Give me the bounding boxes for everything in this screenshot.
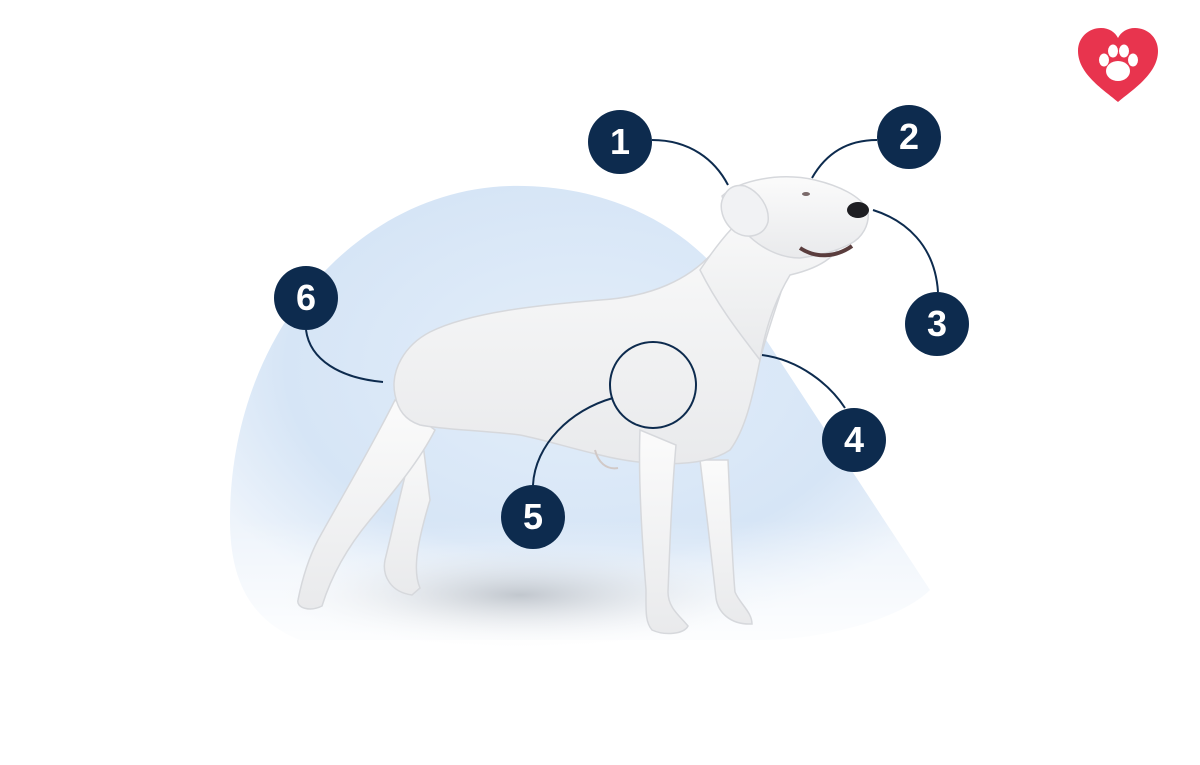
- marker-6: 6: [274, 266, 338, 330]
- paw-glyph: [1099, 44, 1138, 81]
- shoulder-highlight: [609, 341, 697, 429]
- marker-1: 1: [588, 110, 652, 174]
- dog-eye: [802, 192, 810, 196]
- leader-line-4: [761, 354, 846, 409]
- marker-3: 3: [905, 292, 969, 356]
- leader-line-3: [872, 209, 939, 293]
- marker-5: 5: [501, 485, 565, 549]
- dog-nose: [847, 202, 869, 218]
- dog-illustration: [297, 176, 870, 635]
- leader-line-5: [532, 397, 614, 486]
- heart-paw-icon: [1078, 28, 1158, 102]
- leader-line-2: [811, 139, 878, 179]
- marker-2: 2: [877, 105, 941, 169]
- leader-line-6: [305, 329, 384, 383]
- dog-mouth: [798, 244, 854, 258]
- leader-line-1: [651, 139, 729, 186]
- marker-4: 4: [822, 408, 886, 472]
- leader-lines: [305, 139, 939, 486]
